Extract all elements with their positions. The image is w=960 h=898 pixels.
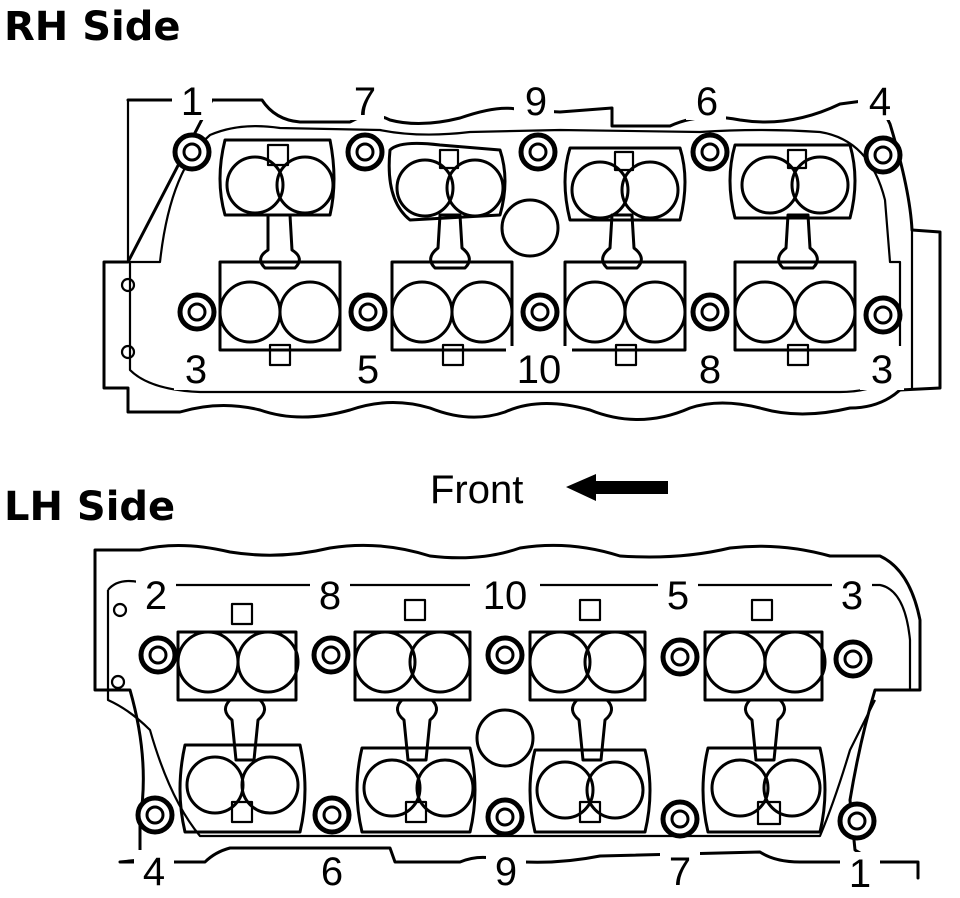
rh-seq-label: 9 xyxy=(525,80,547,124)
lh-bolt-10 xyxy=(485,635,525,675)
lh-seq-label: 3 xyxy=(841,574,863,618)
rh-bolt-3a xyxy=(177,292,217,332)
rh-seq-label: 3 xyxy=(185,348,207,392)
front-indicator: Front xyxy=(430,468,668,512)
lh-bolt-1 xyxy=(837,801,877,841)
lh-rocker-arms xyxy=(224,698,786,768)
lh-bolt-5 xyxy=(660,637,700,677)
lh-seq-label: 8 xyxy=(319,574,341,618)
rh-bottom-sequence: 3 5 10 8 3 xyxy=(174,346,904,392)
lh-head-bolts xyxy=(135,635,877,841)
rh-bolt-8 xyxy=(690,292,730,332)
lh-valve-row-upper xyxy=(110,598,827,702)
rh-valve-row-lower xyxy=(120,260,857,367)
rh-head-bolts xyxy=(172,132,903,335)
lh-seq-label: 9 xyxy=(495,850,517,894)
lh-valve-row-lower xyxy=(178,743,827,834)
lh-seq-label: 1 xyxy=(849,852,871,896)
lh-bolt-7 xyxy=(660,799,700,839)
rh-bolt-5 xyxy=(348,292,388,332)
rh-bolt-6 xyxy=(690,132,730,172)
rh-bolt-3b xyxy=(863,295,903,335)
rh-cylinder-head xyxy=(102,98,942,422)
lh-bottom-sequence: 4 6 9 7 1 xyxy=(134,850,880,896)
lh-seq-label: 6 xyxy=(321,850,343,894)
rh-bolt-4 xyxy=(863,135,903,175)
lh-bolt-6 xyxy=(312,795,352,835)
rh-seq-label: 10 xyxy=(517,348,562,392)
rh-valve-row-upper xyxy=(218,138,857,222)
lh-cylinder-head xyxy=(93,543,922,880)
rh-seq-label: 5 xyxy=(357,348,379,392)
lh-bolt-2 xyxy=(138,635,178,675)
rh-bolt-1 xyxy=(172,132,212,172)
left-arrow-icon xyxy=(566,474,668,501)
lh-side-title: LH Side xyxy=(4,484,175,530)
lh-bolt-4 xyxy=(135,795,175,835)
lh-bolt-9 xyxy=(485,797,525,837)
rh-bolt-9 xyxy=(518,132,558,172)
lh-seq-label: 2 xyxy=(145,574,167,618)
lh-spark-plug-well xyxy=(475,708,535,768)
rh-seq-label: 8 xyxy=(699,348,721,392)
rh-bolt-10 xyxy=(520,292,560,332)
lh-bolt-8 xyxy=(311,635,351,675)
lh-top-sequence: 2 8 10 5 3 xyxy=(136,572,872,618)
lh-seq-label: 5 xyxy=(667,574,689,618)
rh-seq-label: 4 xyxy=(869,80,891,124)
lh-seq-label: 10 xyxy=(483,574,528,618)
rh-seq-label: 3 xyxy=(871,348,893,392)
lh-seq-label: 4 xyxy=(143,850,165,894)
rh-side-title: RH Side xyxy=(4,4,180,50)
lh-seq-label: 7 xyxy=(669,850,691,894)
rh-bolt-7 xyxy=(345,132,385,172)
rh-seq-label: 6 xyxy=(696,80,718,124)
lh-bolt-3 xyxy=(833,639,873,679)
rh-top-sequence: 1 7 9 6 4 xyxy=(172,76,898,124)
rh-rocker-arms xyxy=(259,198,819,270)
rh-seq-label: 1 xyxy=(181,80,203,124)
rh-spark-plug-well xyxy=(500,198,560,258)
front-label: Front xyxy=(430,468,523,512)
rh-seq-label: 7 xyxy=(354,80,376,124)
